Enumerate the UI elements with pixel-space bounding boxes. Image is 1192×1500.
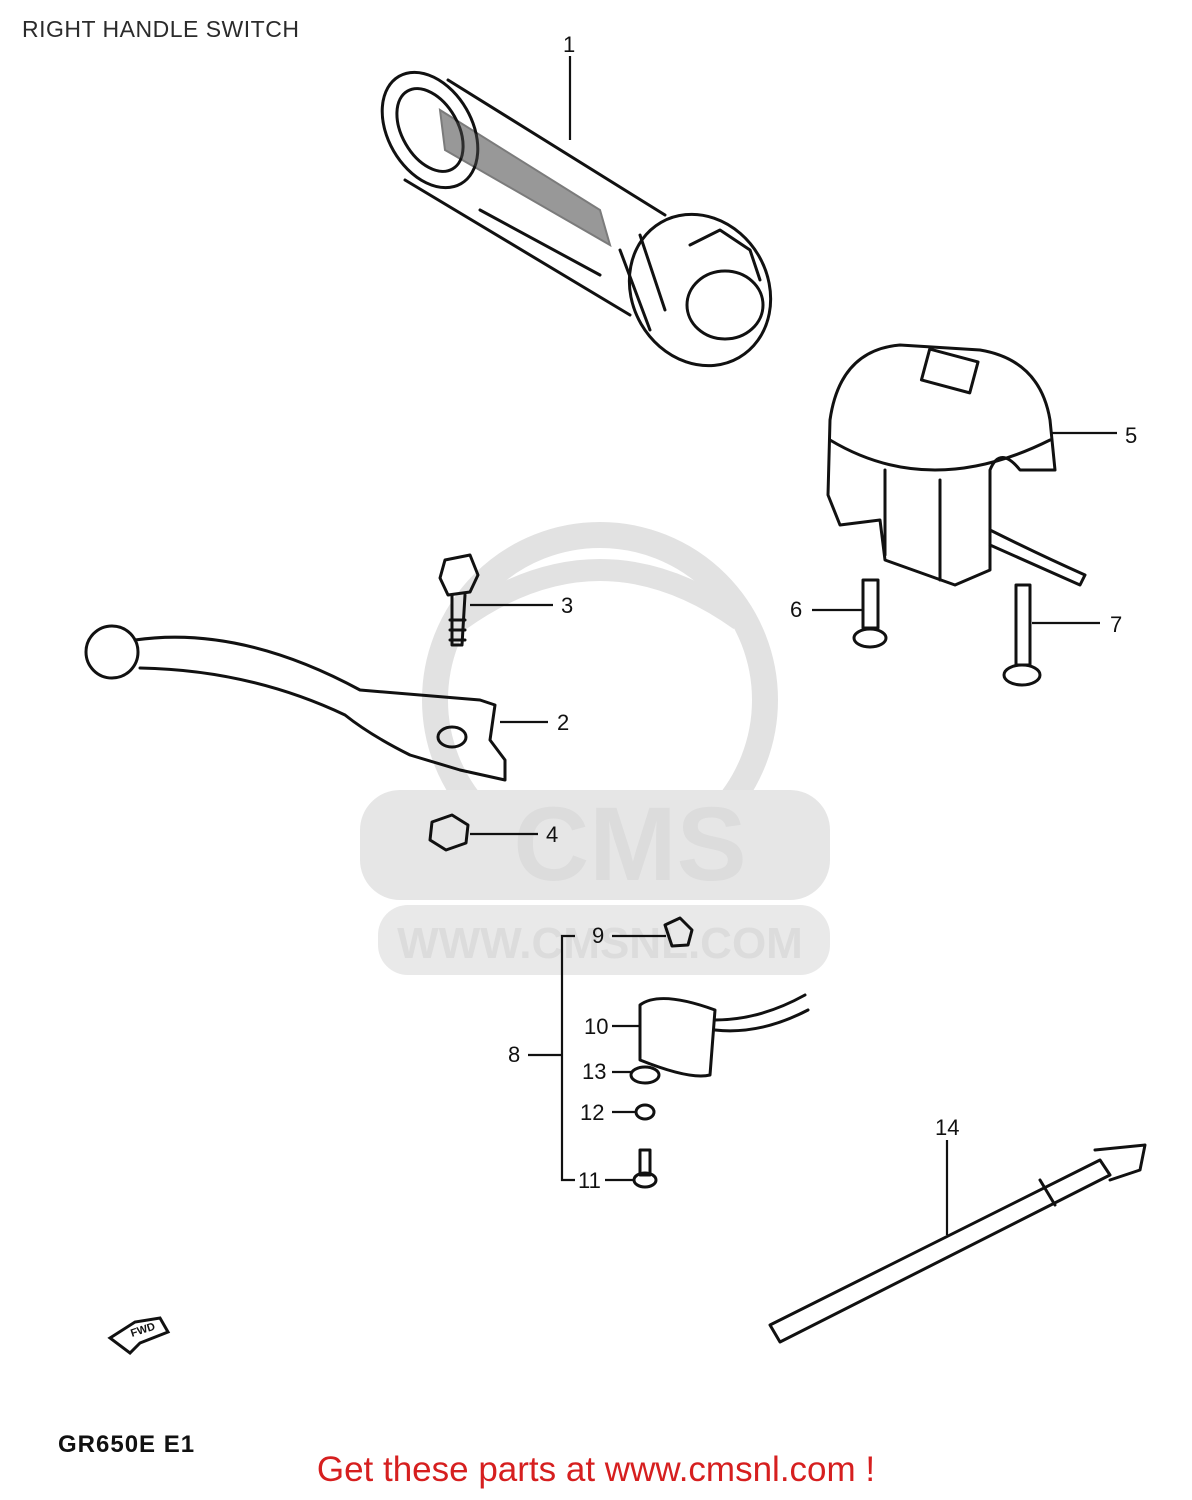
leader-lines	[470, 56, 1117, 1235]
callout-8: 8	[508, 1042, 520, 1067]
cta-banner: Get these parts at www.cmsnl.com !	[0, 1450, 1192, 1490]
watermark-url-plate	[378, 905, 830, 975]
fwd-direction-marker: FWD	[107, 1316, 171, 1355]
callout-4: 4	[546, 822, 558, 847]
watermark-logo-plate	[360, 790, 830, 900]
cta-lead-text: Get these parts at	[316, 1450, 605, 1489]
screws-drawing	[852, 578, 1042, 687]
lever-drawing	[84, 624, 507, 782]
callout-7: 7	[1110, 612, 1122, 637]
watermark-url-text: WWW.CMSNL.COM	[397, 919, 803, 968]
callout-13: 13	[582, 1059, 606, 1084]
callout-1: 1	[563, 32, 575, 57]
callout-2: 2	[557, 710, 569, 735]
cms-watermark: CMS WWW.CMSNL.COM	[360, 522, 830, 975]
callout-12: 12	[580, 1100, 604, 1125]
cable-tie-drawing	[768, 1143, 1147, 1344]
callout-5: 5	[1125, 423, 1137, 448]
callout-10: 10	[584, 1014, 608, 1039]
grip-drawing	[380, 70, 773, 368]
model-code: GR650E E1	[58, 1431, 196, 1458]
lever-nut-drawing	[428, 813, 470, 852]
cta-link[interactable]: www.cmsnl.com	[604, 1450, 856, 1489]
callout-numbers: 1 2 3 4 5 6 7 8 9 10 11 12 13 14	[508, 32, 1137, 1193]
lever-bolt-drawing	[438, 553, 480, 647]
callout-9: 9	[592, 923, 604, 948]
page-title: RIGHT HANDLE SWITCH	[22, 16, 300, 42]
cta-tail-text: !	[855, 1450, 876, 1489]
callout-6: 6	[790, 597, 802, 622]
callout-14: 14	[935, 1115, 959, 1140]
stop-switch-drawing	[629, 916, 810, 1189]
watermark-logo-text: CMS	[513, 786, 746, 903]
callout-11: 11	[578, 1168, 601, 1193]
switch-housing-drawing	[826, 343, 1087, 587]
callout-3: 3	[561, 593, 573, 618]
